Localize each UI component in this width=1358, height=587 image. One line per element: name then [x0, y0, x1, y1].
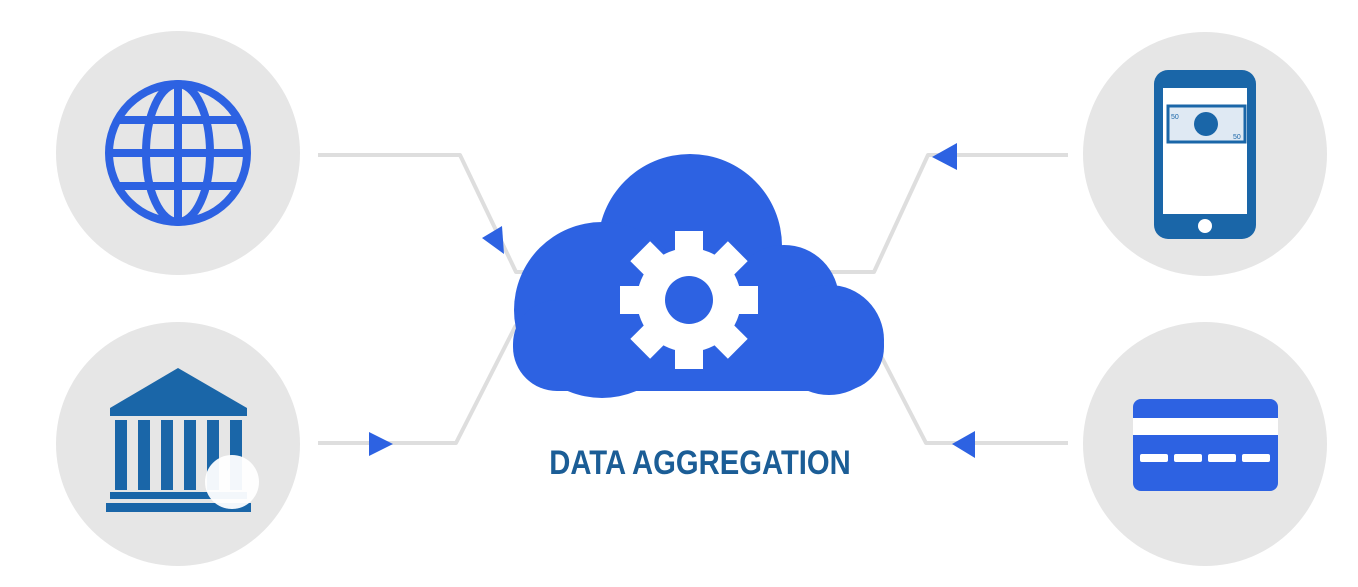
bank-circle — [56, 322, 300, 566]
connector-bank — [318, 324, 518, 445]
credit-card-icon — [1133, 399, 1278, 491]
arrowhead-phone — [932, 143, 957, 170]
mobile-payment-icon: 50 50 — [1154, 70, 1256, 239]
globe-icon — [105, 80, 251, 226]
bank-blur-spot — [205, 455, 259, 509]
arrowhead-globe — [482, 226, 504, 254]
connector-phone — [830, 153, 1068, 274]
connector-globe — [318, 153, 560, 274]
banknote-value-left: 50 — [1171, 114, 1179, 121]
cloud-gear-icon — [513, 154, 884, 398]
banknote-value-right: 50 — [1233, 134, 1241, 141]
bank-icon — [106, 368, 259, 512]
diagram-caption: DATA AGGREGATION — [549, 444, 851, 482]
gear-icon — [620, 231, 758, 369]
arrowhead-card — [952, 431, 975, 458]
arrowhead-bank — [369, 432, 393, 456]
connector-card — [876, 349, 1068, 445]
arrowheads — [369, 143, 975, 458]
